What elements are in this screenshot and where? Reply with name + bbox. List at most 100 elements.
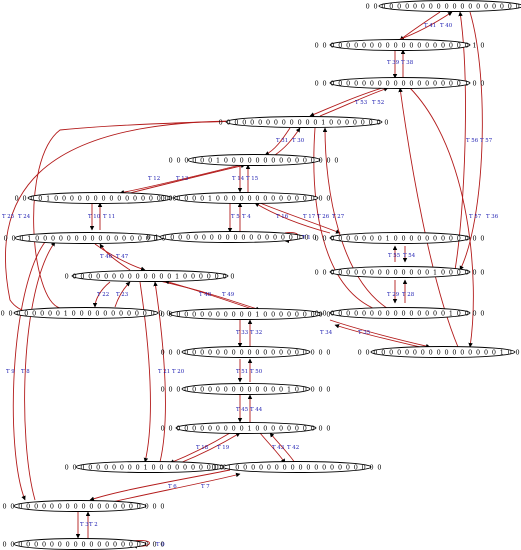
edge (4, 120, 246, 318)
edge (309, 87, 383, 117)
node-label: 0 0 0 0 1 0 0 0 0 0 0 0 0 0 0 0 0 0 0 0 … (15, 194, 186, 202)
edge-label: T 10 (88, 214, 101, 220)
edge-label: T 41 (424, 23, 436, 29)
edge-label: T 51 (236, 369, 248, 375)
edge-label: T 18 (196, 445, 209, 451)
edge-label: T 7 (201, 484, 210, 490)
edge-label: T 46 (100, 254, 113, 260)
edge (322, 127, 391, 311)
edge-labels: T 41 T 40 T 39 T 38 T 53 T 52 T 56 T 57 … (2, 23, 499, 548)
edge-label: T 1 (302, 235, 311, 241)
edge (397, 11, 453, 41)
graph-node: 0 0 0 0 0 0 0 0 0 0 0 0 0 0 0 0 0 0 0 0 … (161, 346, 332, 358)
node-label: 0 0 0 0 0 0 0 0 0 0 0 0 0 0 0 0 0 0 0 0 … (315, 41, 486, 49)
edge-label: T 29 (387, 292, 400, 298)
graph-node: 0 0 0 0 0 0 1 0 0 0 0 0 0 0 0 0 0 0 0 0 … (161, 192, 331, 204)
edge (264, 127, 291, 156)
edge-label: T 5 (231, 214, 240, 220)
edge (24, 241, 56, 501)
edge-label: T 13 (176, 176, 189, 182)
graph-node: 0 0 0 0 0 0 0 0 0 0 0 0 0 0 0 1 0 0 0 0 … (315, 266, 486, 278)
edge-label: T 56 (466, 138, 479, 144)
node-label: 0 0 0 0 0 0 0 0 0 0 0 0 0 0 0 0 0 1 0 0 … (315, 309, 486, 317)
node-label: 0 0 0 0 0 0 0 0 0 0 0 0 0 0 0 0 0 0 0 1 … (315, 79, 486, 87)
node-label: 0 0 1 0 0 0 0 0 0 0 0 0 0 0 0 0 0 0 0 0 … (212, 463, 383, 471)
edge-label: T 24 (18, 214, 31, 220)
graph-node: 0 0 0 0 0 0 0 0 0 0 0 0 0 0 0 0 0 0 0 0 … (366, 0, 521, 12)
edge-label: T 6 (168, 484, 177, 490)
edge (169, 432, 231, 464)
edge-label: T 9 (6, 369, 15, 375)
edge (92, 281, 111, 308)
graph-node: 0 0 0 0 0 0 0 0 0 0 0 0 0 0 0 0 1 0 0 0 … (161, 383, 332, 395)
edge (164, 279, 256, 311)
edge (153, 281, 166, 463)
node-label: 0 0 0 0 0 0 0 0 0 0 0 0 0 0 0 0 0 0 0 0 … (161, 348, 332, 356)
edge (319, 87, 389, 117)
edge (259, 202, 341, 234)
edge (12, 241, 46, 501)
edge (139, 281, 151, 463)
node-label: 0 0 0 0 0 0 0 0 0 0 0 0 0 0 1 0 0 0 0 0 … (65, 272, 236, 280)
graph-node: 0 0 0 0 0 0 0 0 0 1 0 0 0 0 0 0 0 0 0 0 … (315, 232, 486, 244)
edge (159, 280, 261, 311)
node-label: 0 0 0 0 0 0 0 0 0 0 0 1 0 0 0 0 0 0 0 0 … (161, 424, 332, 432)
graph-node: 0 1 0 0 0 0 0 0 0 0 0 0 0 0 0 0 0 0 0 0 … (147, 231, 317, 243)
edge-label: T 36 (486, 214, 499, 220)
graph-node: 0 0 0 0 0 0 0 0 0 0 0 0 0 0 1 0 0 0 0 0 … (65, 270, 236, 282)
edge-label: T 35 (358, 330, 371, 336)
node-label: 0 0 0 0 0 0 0 0 0 0 0 0 0 0 0 0 0 0 0 0 … (366, 2, 521, 10)
edge-label: T 23 (116, 292, 129, 298)
edge (99, 243, 131, 271)
edge (274, 127, 301, 156)
edge (459, 11, 483, 271)
node-label: 0 0 0 0 0 0 0 0 1 0 0 0 0 0 0 0 0 0 0 0 … (1, 309, 172, 317)
graph-node: 0 0 0 0 0 0 0 0 0 0 0 0 0 0 0 0 0 0 0 0 … (315, 39, 486, 51)
edge-label: T 8 (21, 369, 30, 375)
edge (33, 118, 246, 309)
edge-label: T 57 (480, 138, 493, 144)
graph-node: 0 0 0 0 0 0 0 0 0 0 0 0 0 0 0 0 0 0 0 0 … (0, 500, 165, 512)
edge (398, 87, 459, 348)
graph-node: 0 0 0 0 0 0 0 0 0 0 0 0 1 0 0 0 0 0 0 0 … (161, 308, 331, 320)
edge-label: T 54 (403, 253, 416, 259)
graph-node: 0 0 0 0 0 0 0 0 0 0 0 0 0 0 0 0 0 1 0 0 … (315, 307, 486, 319)
edge-label: T 2 (89, 522, 98, 528)
edge (454, 11, 466, 271)
edge (94, 243, 146, 271)
graph-node: 0 0 0 0 0 0 0 0 1 0 0 0 0 0 0 0 0 0 0 0 … (1, 307, 172, 319)
edge (329, 319, 431, 349)
edge-label: T 12 (148, 176, 160, 182)
node-label: 0 0 0 0 0 0 0 0 0 0 0 0 0 0 0 0 1 0 0 0 … (161, 385, 332, 393)
edge-label: T 28 (402, 292, 415, 298)
graph-node: 0 0 0 0 0 0 0 0 0 0 1 0 0 0 0 0 0 0 0 0 … (65, 461, 235, 473)
graph-node: 0 0 0 0 1 0 0 0 0 0 0 0 0 0 0 0 0 0 0 0 … (15, 192, 186, 204)
edges (4, 11, 483, 549)
graph-node: 0 0 0 0 0 0 0 0 0 0 0 0 0 0 0 0 0 0 0 1 … (315, 77, 486, 89)
node-label: 0 0 0 0 0 0 0 0 0 0 0 0 0 0 0 1 0 0 0 0 … (315, 268, 486, 276)
edge (129, 163, 246, 194)
edge (259, 432, 286, 464)
edge-label: T 39 (387, 60, 400, 66)
edge-label: T 47 (116, 254, 129, 260)
edge-label: T 3 (80, 522, 89, 528)
edge-label: T 40 (440, 23, 453, 29)
node-label: 0 0 0 1 0 0 0 0 0 0 0 0 0 0 0 0 0 0 0 0 … (4, 234, 175, 242)
edge-label: T 22 (97, 292, 109, 298)
edge (269, 432, 296, 464)
edge (313, 127, 381, 312)
graph-node: 0 0 0 0 0 0 0 0 0 0 0 1 0 0 0 0 0 0 0 0 … (161, 422, 332, 434)
edge-label: T 21 (158, 369, 170, 375)
edge (179, 432, 241, 464)
graph-node: 0 0 0 0 0 0 1 0 0 0 0 0 0 0 0 0 0 0 0 0 … (169, 154, 340, 166)
edge-label: T 38 (401, 60, 414, 66)
node-label: 0 0 0 0 0 0 1 0 0 0 0 0 0 0 0 0 0 0 0 0 … (169, 156, 340, 164)
graph-node: 0 0 0 0 0 0 0 0 0 0 0 0 0 1 0 0 0 0 0 0 … (219, 116, 389, 128)
edge-label: T 15 (246, 176, 259, 182)
edge-label: T 30 (292, 138, 305, 144)
edge-label: T 11 (103, 214, 115, 220)
edge-label: T 14 (232, 176, 245, 182)
node-label: 0 0 0 0 0 0 0 0 0 1 0 0 0 0 0 0 0 0 0 0 … (315, 234, 486, 242)
